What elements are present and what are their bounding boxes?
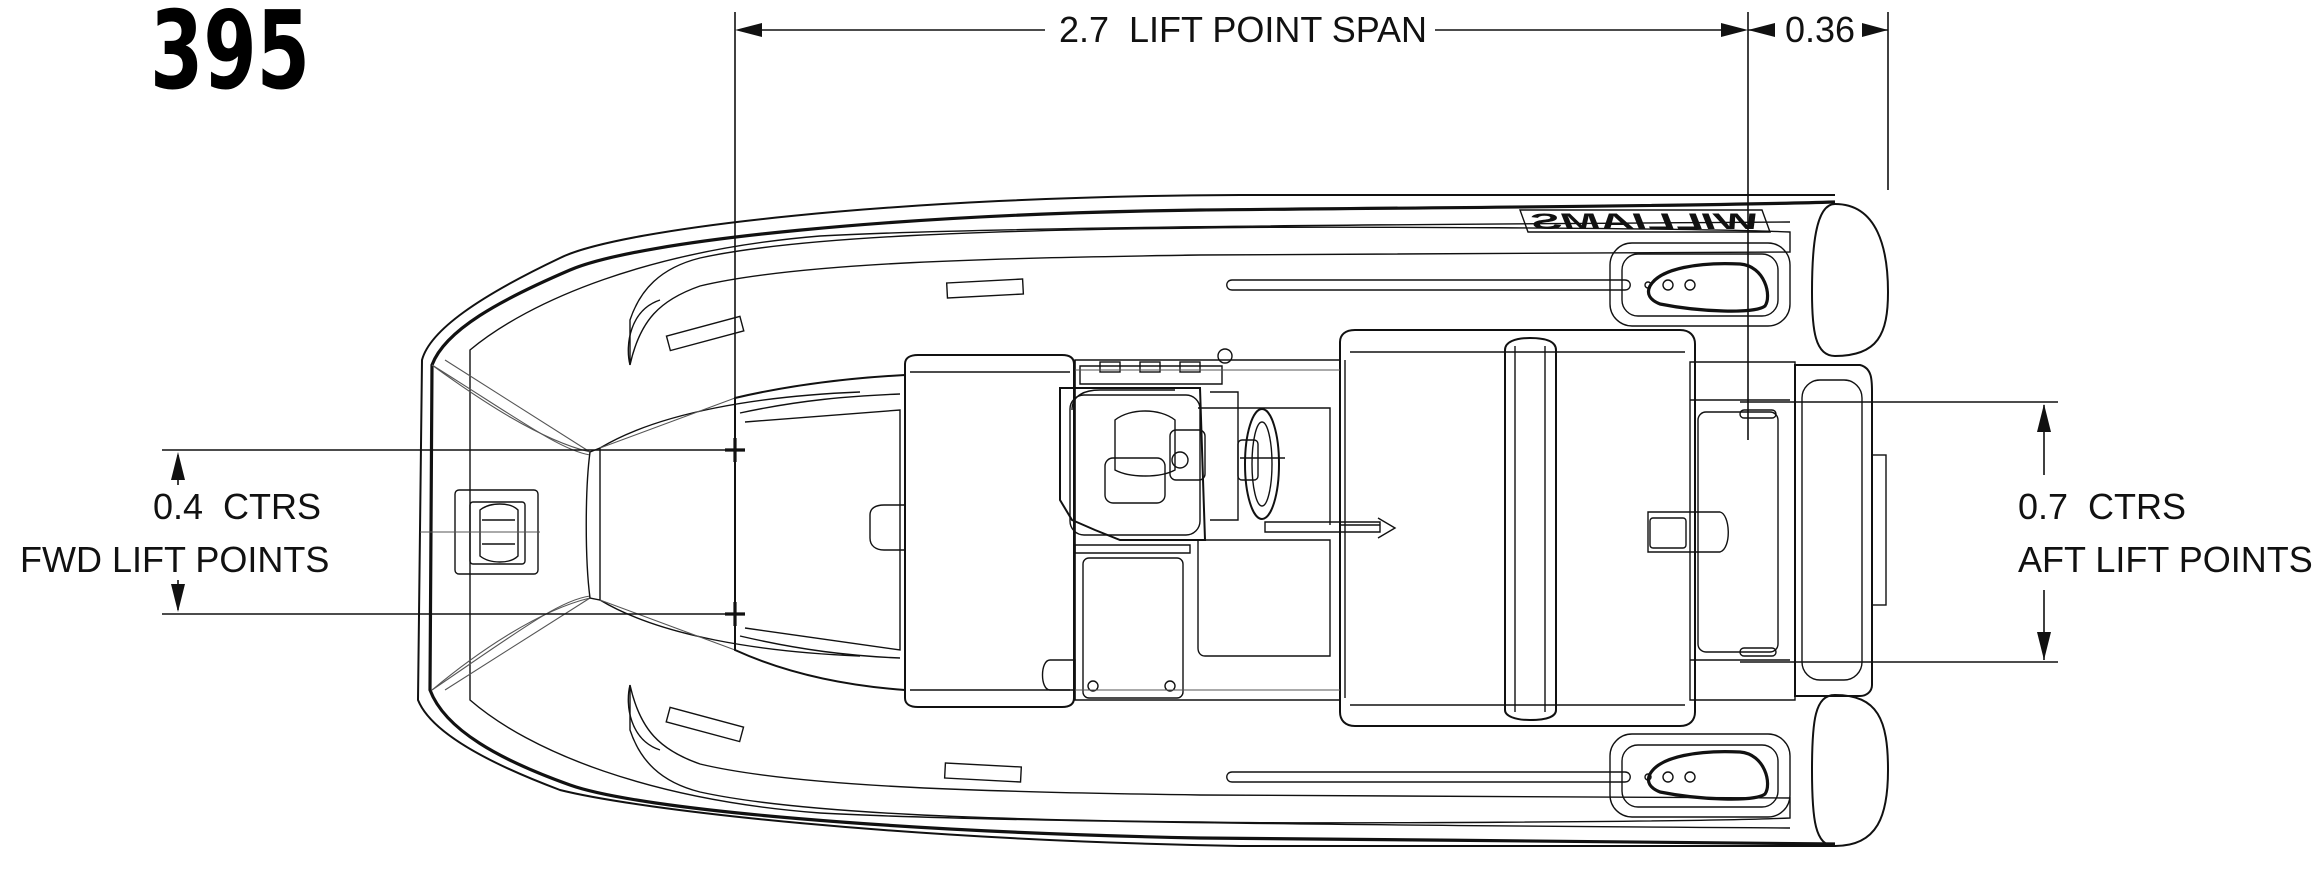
- transom: [1794, 364, 1887, 697]
- fwd-lift-points-dimension: [162, 438, 745, 626]
- aft-offset-label: 0.36: [1785, 9, 1855, 50]
- tube-end-cones: [1810, 202, 1890, 848]
- brand-label: WILLIAMS: [1530, 209, 1759, 234]
- lift-point-span-dimension: [734, 12, 1889, 620]
- aft-deck: [1647, 361, 1796, 701]
- bow-hatch: [420, 489, 540, 575]
- cockpit: [1041, 359, 1341, 701]
- fwd-ctrs-label: 0.4 CTRS: [153, 486, 321, 527]
- upper-aft-fitting: [1609, 242, 1791, 327]
- aft-lift-points-dimension: [1740, 401, 2058, 663]
- brand-decal: WILLIAMS: [1519, 209, 1771, 234]
- aft-ctrs-label: 0.7 CTRS: [2018, 486, 2186, 527]
- model-number: 395: [150, 0, 310, 114]
- rear-seat: [1339, 329, 1696, 727]
- forward-seat: [904, 354, 1075, 708]
- upper-tube-panel: [627, 226, 1791, 366]
- helm-console: [1059, 348, 1397, 541]
- lower-tube-panel: [627, 684, 1791, 824]
- lift-point-span-label: 2.7 LIFT POINT SPAN: [1059, 9, 1427, 50]
- fwd-lift-points-label: FWD LIFT POINTS: [20, 539, 329, 580]
- bow-locker: [734, 373, 906, 692]
- aft-lift-points-label: AFT LIFT POINTS: [2018, 539, 2313, 580]
- lower-aft-fitting: [1609, 733, 1791, 818]
